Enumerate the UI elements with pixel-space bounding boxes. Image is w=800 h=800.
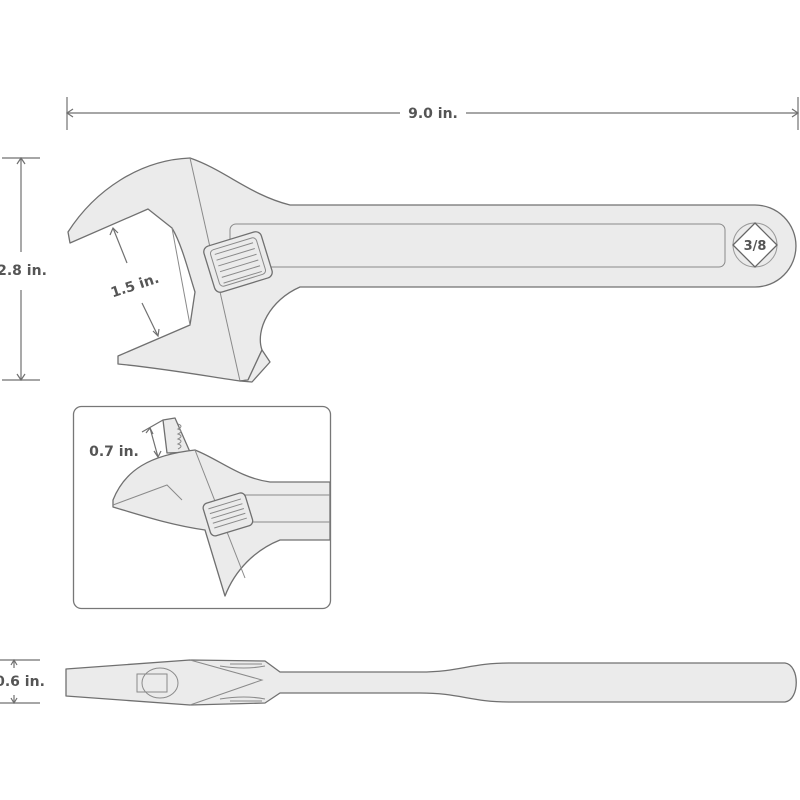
wrench-front-view: 3/8 1.5 in. bbox=[67, 157, 797, 383]
height-label: 2.8 in. bbox=[0, 263, 47, 279]
height-dimension: 2.8 in. bbox=[0, 156, 47, 382]
jaw-worm-visible bbox=[239, 349, 271, 383]
length-label: 9.0 in. bbox=[408, 106, 458, 122]
jaw-capacity-dimension: 1.5 in. bbox=[109, 226, 161, 338]
jaw-detail-inset: 0.7 in. bbox=[72, 405, 332, 610]
size-marking: 3/8 bbox=[744, 239, 767, 254]
wrench-side-view: 0.6 in. bbox=[0, 658, 797, 706]
size-marking-icon: 3/8 bbox=[732, 222, 778, 268]
thickness-label: 0.6 in. bbox=[0, 674, 45, 690]
inset-knurl-icon bbox=[202, 492, 254, 537]
length-dimension: 9.0 in. bbox=[65, 97, 800, 130]
knurl-adjuster-icon bbox=[203, 231, 273, 293]
jaw-capacity-label: 1.5 in. bbox=[109, 271, 161, 302]
jaw-depth-label: 0.7 in. bbox=[89, 444, 139, 460]
